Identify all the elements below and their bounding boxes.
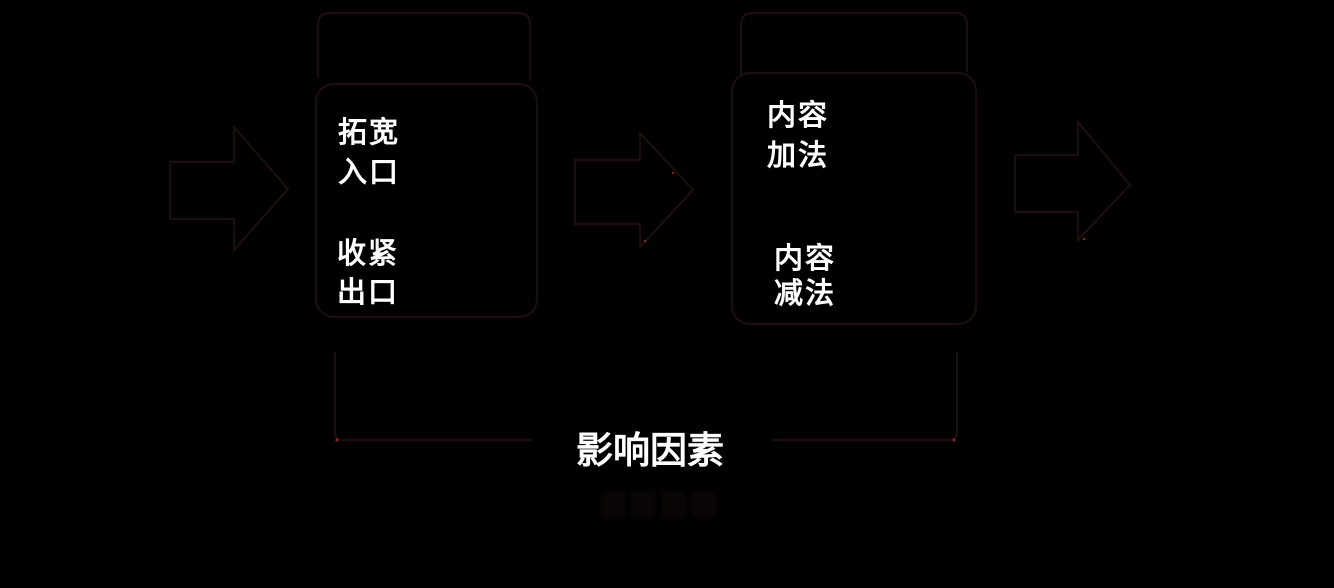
flow-right-arrow-icon-3	[1013, 118, 1132, 243]
bottom-brace-left-icon	[333, 352, 532, 442]
stage-1-box	[314, 82, 539, 319]
ghost-mark	[631, 492, 656, 517]
flow-right-arrow-icon-1	[168, 124, 290, 253]
stage-2-line-3: 内容	[774, 241, 837, 275]
artifact-dot	[335, 438, 339, 442]
ghost-mark	[691, 492, 716, 517]
stage-2-box	[730, 71, 978, 326]
stage-1-line-1: 拓宽	[338, 115, 401, 149]
bottom-brace-right-icon	[772, 352, 959, 442]
stage-2-line-4: 减法	[774, 276, 837, 310]
stage-2-line-2: 加法	[767, 138, 830, 172]
flow-right-arrow-icon-2	[573, 130, 695, 250]
top-bracket-2-icon	[739, 11, 969, 75]
artifact-dot	[643, 239, 647, 243]
artifact-dot	[1082, 237, 1086, 241]
stage-1-line-3: 收紧	[337, 236, 400, 270]
stage-1-line-2: 入口	[338, 155, 401, 189]
ghost-mark	[601, 492, 626, 517]
artifact-dot	[952, 438, 956, 442]
ghost-mark	[661, 492, 686, 517]
artifact-dot	[671, 171, 675, 175]
bottom-brace-label: 影响因素	[576, 429, 724, 472]
stage-1-line-4: 出口	[337, 275, 400, 309]
top-bracket-1-icon	[316, 11, 532, 80]
stage-2-line-1: 内容	[767, 98, 830, 132]
